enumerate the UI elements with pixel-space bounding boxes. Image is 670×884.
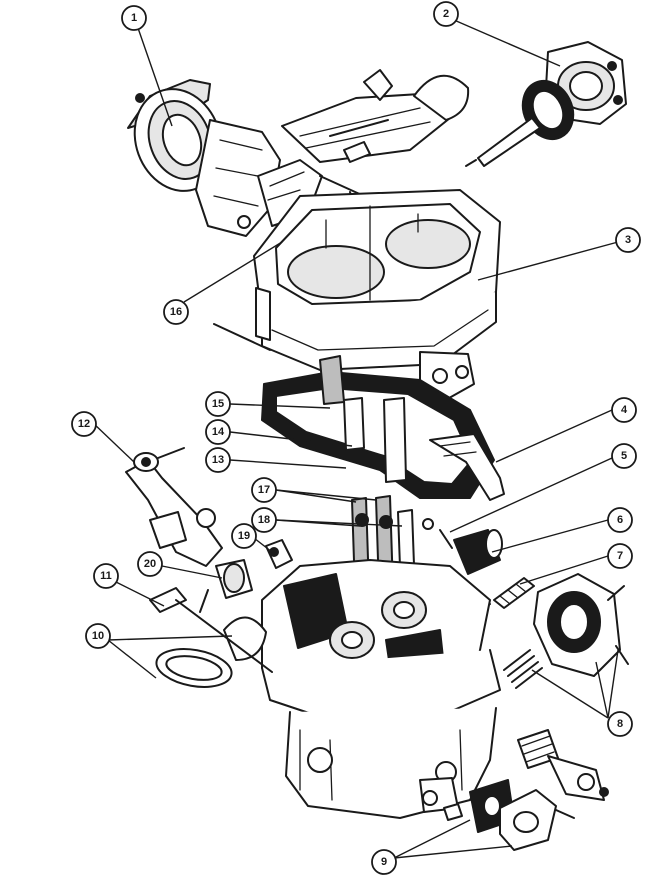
throttle-lever-part [125, 447, 223, 567]
callout-6-label: 6 [617, 514, 623, 526]
callout-4-label: 4 [621, 404, 628, 416]
callout-20-label: 20 [144, 558, 156, 570]
float-part [155, 616, 267, 688]
needle-valve-part [429, 433, 505, 501]
solenoid-part [453, 529, 503, 575]
callout-12-label: 12 [78, 418, 90, 430]
callout-8-label: 8 [617, 718, 623, 730]
callout-11: 11 [93, 563, 119, 589]
callout-18: 18 [251, 507, 277, 533]
callout-1-label: 1 [131, 12, 137, 24]
main-body-part [261, 559, 501, 821]
callout-9: 9 [371, 849, 397, 875]
callout-17: 17 [251, 477, 277, 503]
callout-4: 4 [611, 397, 637, 423]
callout-13: 13 [205, 447, 231, 473]
callout-9-label: 9 [381, 856, 387, 868]
callout-18-label: 18 [258, 514, 270, 526]
callout-14: 14 [205, 419, 231, 445]
callout-3: 3 [615, 227, 641, 253]
callout-3-label: 3 [625, 234, 631, 246]
pump-diaphragm-part [469, 779, 575, 851]
callout-2: 2 [433, 1, 459, 27]
callout-7-label: 7 [617, 550, 623, 562]
callout-10-label: 10 [92, 630, 104, 642]
callout-15-label: 15 [212, 398, 224, 410]
callout-1: 1 [121, 5, 147, 31]
leader-lines [91, 19, 619, 859]
callout-17-label: 17 [258, 484, 270, 496]
mixture-screw-part [479, 577, 535, 611]
callout-16-label: 16 [170, 306, 182, 318]
callout-6: 6 [607, 507, 633, 533]
callout-19: 19 [231, 523, 257, 549]
callout-11-label: 11 [100, 570, 112, 582]
callout-15: 15 [205, 391, 231, 417]
callout-19-label: 19 [238, 530, 250, 542]
callout-14-label: 14 [212, 426, 225, 438]
power-valve-part [503, 573, 629, 801]
callout-20: 20 [137, 551, 163, 577]
callout-10: 10 [85, 623, 111, 649]
callout-12: 12 [71, 411, 97, 437]
callout-16: 16 [163, 299, 189, 325]
top-cover-part [213, 189, 501, 403]
callout-5: 5 [611, 443, 637, 469]
float-gasket-part [261, 355, 495, 499]
pump-fittings-part [199, 539, 293, 613]
callout-5-label: 5 [621, 450, 627, 462]
callout-13-label: 13 [212, 454, 224, 466]
callout-8: 8 [607, 711, 633, 737]
callout-2-label: 2 [443, 8, 449, 20]
choke-housing-part [127, 79, 323, 237]
pump-cover-part [465, 41, 627, 167]
callout-7: 7 [607, 543, 633, 569]
